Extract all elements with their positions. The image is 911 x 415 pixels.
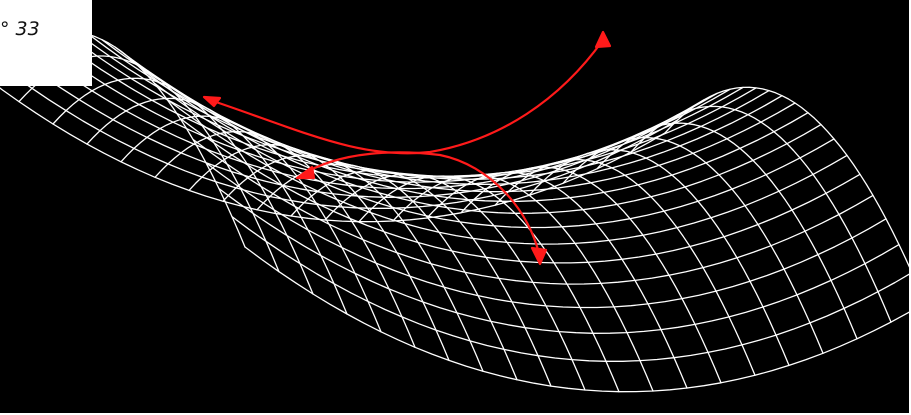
- mesh-line: [166, 98, 848, 245]
- mesh-line: [205, 162, 887, 309]
- mesh-line: [140, 67, 822, 214]
- curvature-arrows: [202, 30, 612, 266]
- mesh-line: [179, 117, 861, 264]
- mesh-line: [127, 56, 809, 202]
- mesh-line: [392, 174, 654, 392]
- downward-curve-arrow: [298, 151, 542, 260]
- mesh-line: [596, 122, 858, 340]
- left-lower-arrow-head: [295, 165, 316, 180]
- figure-label-box: ° 33: [0, 0, 92, 86]
- mesh-line: [192, 138, 874, 285]
- saddle-wireframe-mesh: [0, 30, 911, 393]
- downward-arrow-head: [530, 246, 548, 266]
- mesh-line: [528, 149, 790, 367]
- upward-curve-arrow: [208, 38, 605, 155]
- mesh-line: [358, 175, 620, 393]
- mesh-line: [324, 173, 586, 391]
- upward-arrow-head: [594, 30, 612, 49]
- mesh-line: [218, 187, 900, 334]
- mesh-line: [18, 55, 280, 273]
- mesh-line: [630, 105, 892, 323]
- mesh-line: [120, 115, 382, 333]
- mesh-line: [231, 215, 911, 362]
- left-arrow-head: [202, 95, 222, 108]
- mesh-line: [10, 51, 692, 198]
- mesh-line: [664, 86, 911, 272]
- mesh-line: [49, 32, 731, 179]
- mesh-line: [562, 136, 824, 354]
- mesh-line: [114, 46, 796, 193]
- mesh-line: [153, 82, 835, 229]
- mesh-line: [494, 158, 756, 376]
- mesh-line: [244, 246, 911, 393]
- figure-label: ° 33: [0, 18, 40, 40]
- mesh-line: [460, 166, 722, 384]
- mesh-line: [426, 171, 688, 389]
- mesh-line: [62, 30, 744, 177]
- mesh-line: [0, 87, 666, 223]
